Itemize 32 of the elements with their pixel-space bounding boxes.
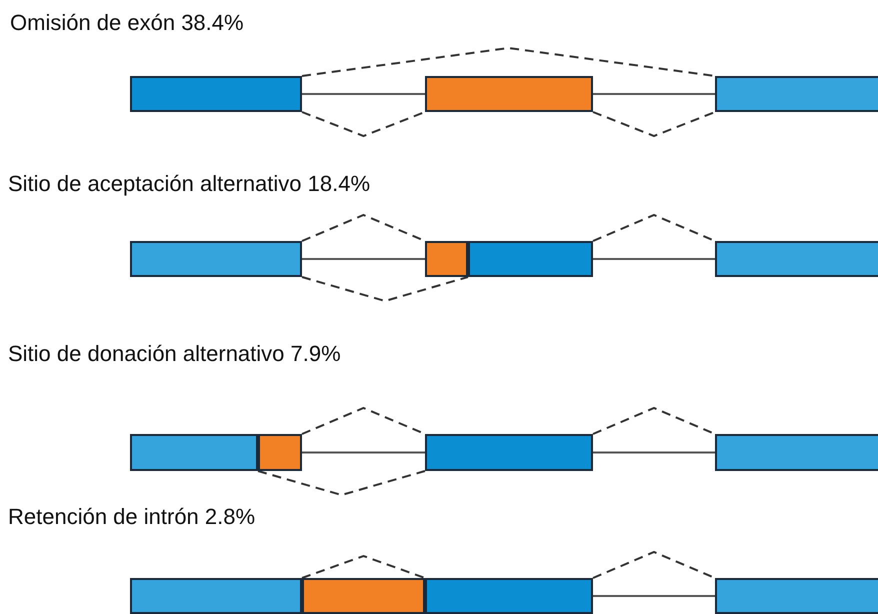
splice-line — [302, 111, 426, 138]
section-heading: Retención de intrón 2.8% — [8, 504, 256, 530]
intron-line — [593, 452, 715, 454]
exon-box — [130, 434, 258, 471]
intron-line — [593, 93, 715, 95]
exon-box — [715, 76, 878, 112]
intron-line — [302, 93, 425, 95]
exon-box — [715, 434, 878, 471]
exon-box — [130, 578, 302, 614]
exon-box — [425, 241, 468, 277]
exon-box — [425, 578, 593, 614]
splice-line — [258, 470, 426, 496]
section-heading: Sitio de aceptación alternativo 18.4% — [8, 171, 370, 197]
exon-box — [258, 434, 302, 471]
exon-box — [715, 241, 878, 277]
intron-line — [593, 595, 715, 597]
splice-line — [302, 47, 716, 77]
exon-box — [130, 241, 302, 277]
exon-box — [715, 578, 878, 614]
intron-line — [302, 452, 425, 454]
exon-box — [130, 76, 302, 112]
section-heading: Omisión de exón 38.4% — [10, 10, 244, 36]
exon-box — [425, 76, 593, 112]
splice-line — [592, 111, 716, 138]
splice-line — [302, 276, 468, 302]
exon-box — [425, 434, 593, 471]
exon-box — [468, 241, 593, 277]
splice-line — [302, 554, 426, 579]
intron-line — [302, 258, 425, 260]
exon-box — [302, 578, 425, 614]
section-heading: Sitio de donación alternativo 7.9% — [8, 341, 341, 367]
intron-line — [593, 258, 715, 260]
